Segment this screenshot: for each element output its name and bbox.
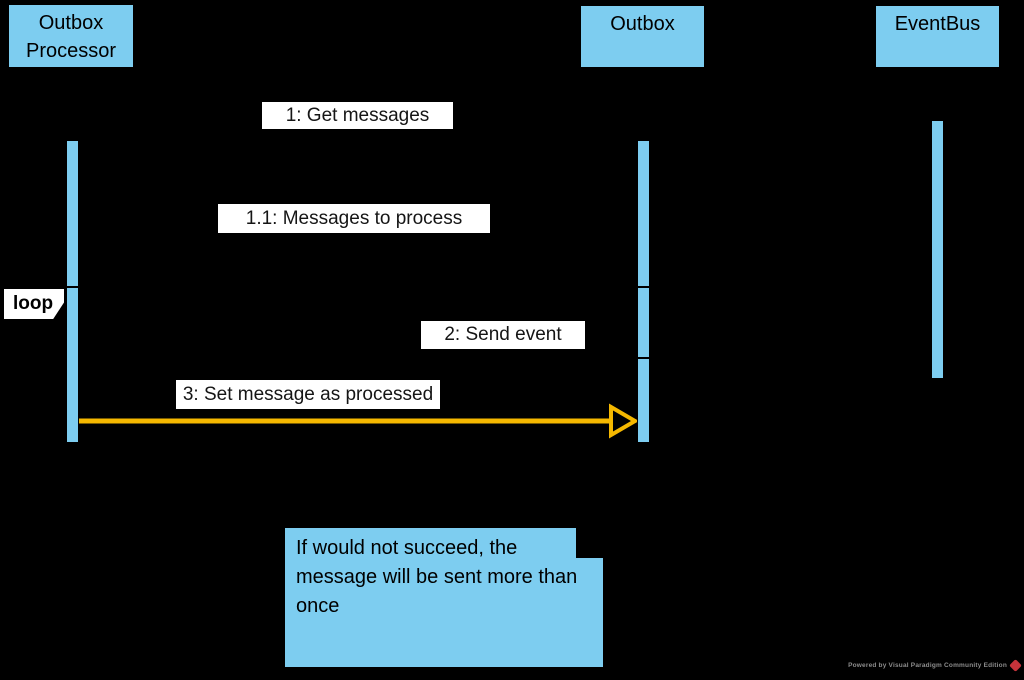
activation-bar-outbox-segment-2 xyxy=(637,287,650,358)
activation-bar-outbox-processor-segment-1 xyxy=(66,140,79,287)
participant-eventbus: EventBus xyxy=(875,5,1000,68)
visual-paradigm-diamond-logo-icon xyxy=(1009,658,1022,672)
loop-fragment-label: loop xyxy=(4,289,64,319)
activation-bar-outbox-segment-3 xyxy=(637,358,650,443)
note: If would not succeed, the message will b… xyxy=(285,528,603,667)
message-3-label: 3: Set message as processed xyxy=(176,380,440,409)
message-3-open-arrowhead-icon xyxy=(609,403,639,439)
participant-outbox-processor: Outbox Processor xyxy=(8,4,134,68)
watermark-text: Powered by Visual Paradigm Community Edi… xyxy=(848,661,1007,669)
participant-outbox: Outbox xyxy=(580,5,705,68)
message-1-1-arrowhead-icon xyxy=(76,232,94,248)
activation-bar-outbox-processor-segment-2 xyxy=(66,287,79,443)
message-2-label: 2: Send event xyxy=(421,321,585,349)
watermark: Powered by Visual Paradigm Community Edi… xyxy=(848,656,1022,674)
message-2-arrowhead-icon xyxy=(917,346,931,360)
activation-bar-eventbus xyxy=(931,120,944,379)
message-1-1-label: 1.1: Messages to process xyxy=(218,204,490,233)
message-1-label: 1: Get messages xyxy=(262,102,453,129)
message-1-arrowhead-icon xyxy=(623,128,637,142)
activation-bar-outbox-segment-1 xyxy=(637,140,650,287)
